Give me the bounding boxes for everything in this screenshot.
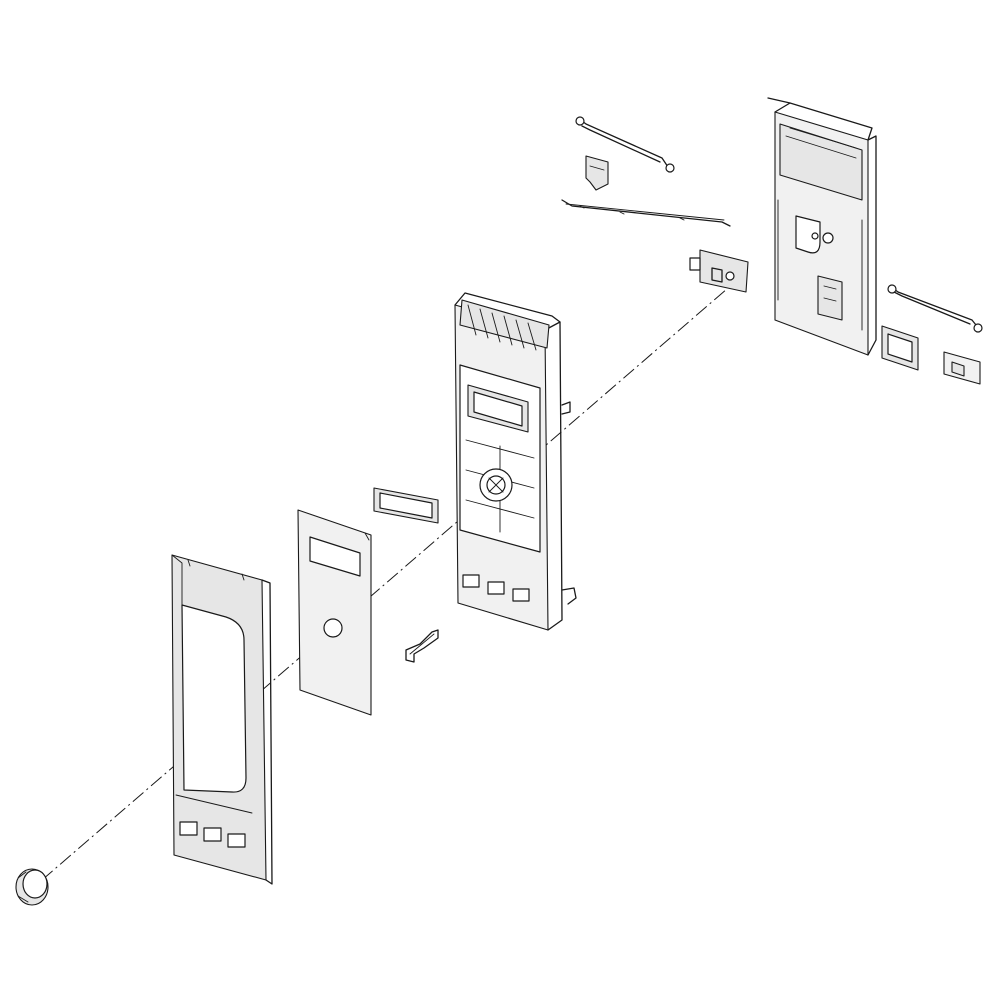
small-label-plate [943, 351, 981, 385]
frame-button-window-3 [227, 833, 246, 848]
wire-harness-upper [575, 116, 675, 173]
ground-wire [561, 199, 731, 227]
chassis-connector-block [817, 275, 843, 321]
small-bracket [585, 155, 609, 191]
control-panel-frame [171, 554, 273, 885]
frame-button-window-1 [179, 821, 198, 836]
membrane-knob-hole [323, 618, 343, 638]
housing-button-2 [487, 581, 505, 595]
membrane-display-window [309, 536, 361, 577]
pcb-bracket-chassis [767, 97, 877, 356]
frame-button-window-2 [203, 827, 222, 842]
wire-harness-right [887, 284, 983, 333]
assembly-axis-line [41, 281, 736, 881]
chassis-slot [795, 215, 821, 254]
spring-clip [405, 629, 439, 663]
knob [15, 868, 49, 906]
connector-frame [881, 325, 919, 371]
housing-top-vents [459, 299, 550, 349]
membrane-switch-panel [297, 509, 372, 716]
encoder-board [689, 249, 749, 293]
control-panel-housing [454, 292, 577, 631]
housing-button-1 [462, 574, 480, 588]
display-window [373, 487, 439, 524]
housing-button-3 [512, 588, 530, 602]
